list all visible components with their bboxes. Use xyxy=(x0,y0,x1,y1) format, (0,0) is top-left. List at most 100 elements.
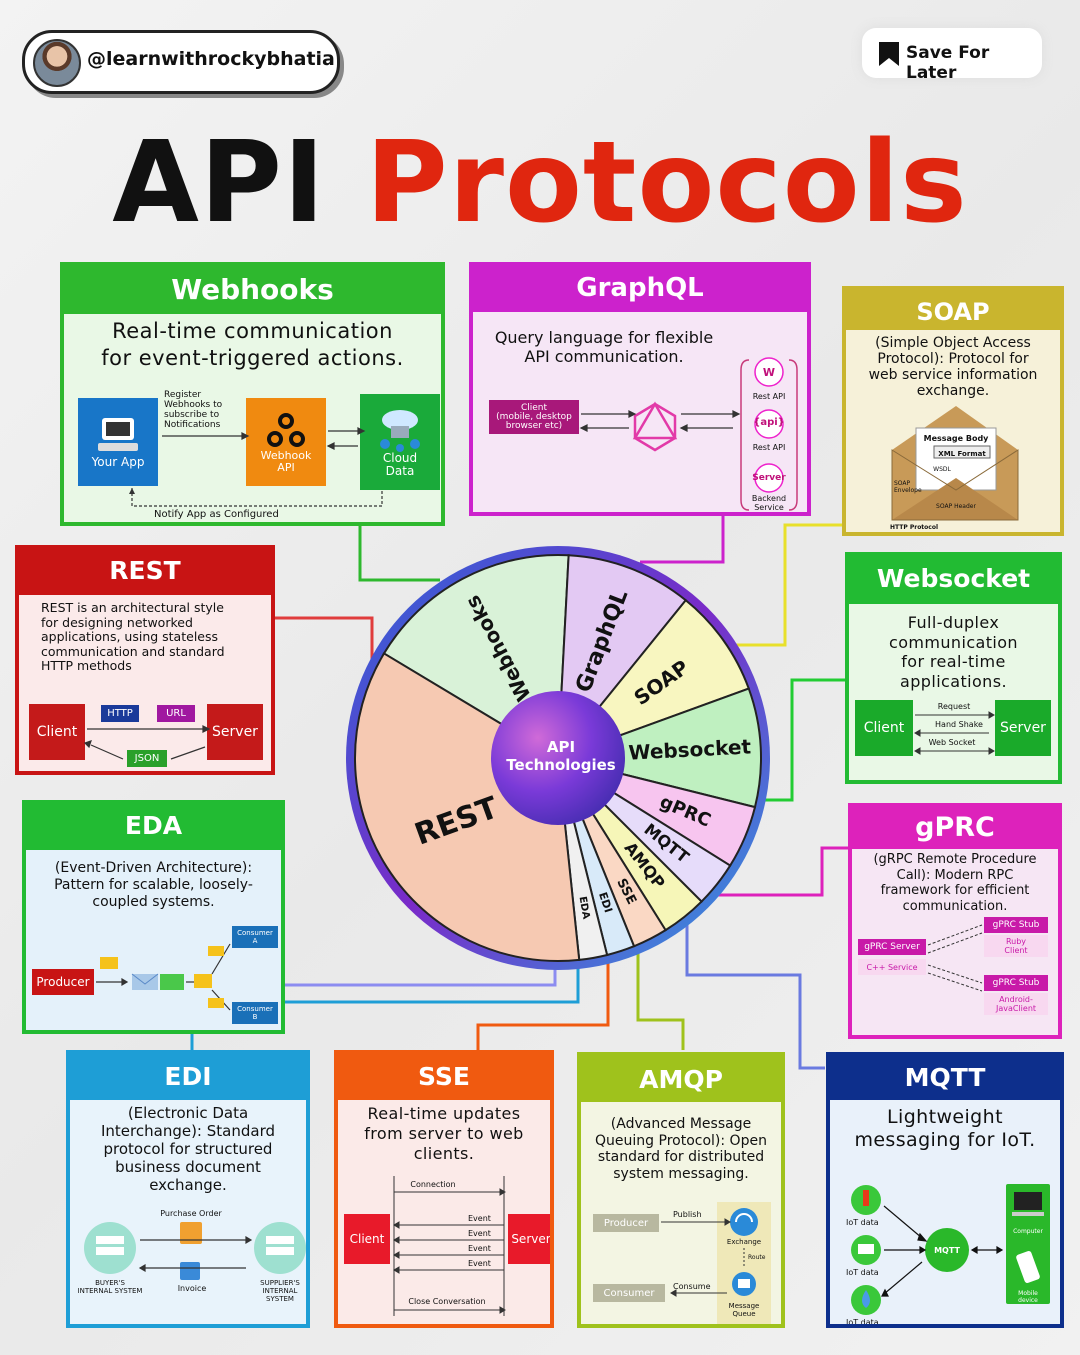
author-handle-badge[interactable]: @learnwithrockybhatia xyxy=(22,30,340,94)
webhook-api-label1: Webhook xyxy=(260,449,312,462)
eda-producer-box: Producer xyxy=(32,969,94,995)
android-line1: Android- xyxy=(999,995,1033,1004)
graphql-title: GraphQL xyxy=(473,266,807,312)
mqtt-broker-icon xyxy=(925,1228,969,1272)
amqp-card: AMQP (Advanced Message Queuing Protocol)… xyxy=(577,1052,785,1328)
websocket-desc-line4: applications. xyxy=(900,671,1007,691)
edi-buyer: BUYER'S INTERNAL SYSTEM xyxy=(70,1279,150,1295)
mq-line1: Message xyxy=(728,1302,760,1310)
sse-event-2: Event xyxy=(468,1229,491,1238)
rest-desc-line5: HTTP methods xyxy=(41,658,132,673)
websocket-desc-line2: communication xyxy=(889,632,1018,652)
sse-sequence xyxy=(393,1176,506,1316)
api-circle xyxy=(754,409,784,439)
rest-http-label: HTTP xyxy=(101,705,139,722)
author-handle: @learnwithrockybhatia xyxy=(87,48,335,70)
soap-envelope-label: SOAP Envelope xyxy=(894,480,922,494)
webhooks-desc-line1: Real-time communication xyxy=(112,319,393,343)
soap-desc-line2: Protocol): Protocol for xyxy=(877,351,1029,367)
webhooks-desc-line2: for event-triggered actions. xyxy=(101,346,404,370)
supplier-line3: SYSTEM xyxy=(266,1295,294,1303)
grpc-desc-line3: framework for efficient xyxy=(880,883,1030,898)
sse-card: SSE Real-time updates from server to web… xyxy=(334,1050,554,1328)
edi-desc-line4: business document xyxy=(115,1158,261,1176)
graphql-rest-api-1: Rest API xyxy=(752,392,786,401)
rest-desc-line3: applications, using stateless xyxy=(41,629,219,644)
wheel-segment-websocket xyxy=(554,687,762,809)
your-app-box: Your App xyxy=(78,398,158,486)
eda-desc-line1: (Event-Driven Architecture): xyxy=(54,860,253,876)
connector-grpc xyxy=(715,846,848,897)
soap-env-line2: Envelope xyxy=(894,487,922,494)
edi-card: EDI (Electronic Data Interchange): Stand… xyxy=(66,1050,310,1328)
your-app-label: Your App xyxy=(91,455,145,469)
connector-websocket xyxy=(745,678,845,802)
mqtt-desc-line2: messaging for IoT. xyxy=(854,1129,1036,1151)
rest-desc-line1: REST is an architectural style xyxy=(41,600,224,615)
mobile-line2: device xyxy=(1018,1297,1038,1304)
soap-message-body: Message Body xyxy=(923,434,989,443)
graphql-server: Server xyxy=(752,473,786,483)
mqtt-broker-label: MQTT xyxy=(934,1246,960,1255)
graphql-rest-api-2: Rest API xyxy=(752,443,786,452)
edi-desc-line2: Interchange): Standard xyxy=(101,1122,275,1140)
soap-card: SOAP (Simple Object Access Protocol): Pr… xyxy=(842,286,1064,536)
rest-server-box: Server xyxy=(207,704,263,760)
edi-desc-line5: exchange. xyxy=(149,1176,227,1194)
websocket-arrows xyxy=(914,711,995,755)
soap-desc-line3: web service information xyxy=(868,367,1038,383)
websocket-title: Websocket xyxy=(849,556,1058,604)
webhooks-title: Webhooks xyxy=(64,266,441,314)
graphql-client-box: Client (mobile, desktop browser etc) xyxy=(489,400,579,434)
amqp-producer-box: Producer xyxy=(593,1214,659,1232)
mobile-icon xyxy=(1016,1251,1040,1283)
soap-env-line1: SOAP xyxy=(894,480,911,487)
wheel-hub-line2: Technologies xyxy=(506,756,615,774)
grpc-desc-line4: communication. xyxy=(902,898,1008,914)
grpc-description: (gRPC Remote Procedure Call): Modern RPC… xyxy=(856,852,1054,914)
soap-title: SOAP xyxy=(846,290,1060,330)
connector-webhooks xyxy=(358,525,440,582)
grpc-cpp-service: C++ Service xyxy=(858,959,926,975)
grpc-stub-1: gPRC Stub xyxy=(984,917,1048,933)
rest-desc-line4: communication and standard xyxy=(41,643,225,659)
amqp-description: (Advanced Message Queuing Protocol): Ope… xyxy=(585,1116,777,1182)
edi-desc-line3: protocol for structured xyxy=(103,1140,273,1158)
sse-desc-line1: Real-time updates xyxy=(367,1104,521,1123)
mqtt-title: MQTT xyxy=(830,1056,1060,1100)
sse-client-box: Client xyxy=(344,1214,390,1264)
grpc-desc-line2: Call): Modern RPC xyxy=(896,867,1014,883)
mq-line2: Queue xyxy=(732,1310,756,1318)
eda-card: EDA (Event-Driven Architecture): Pattern… xyxy=(22,800,285,1034)
rest-json-label: JSON xyxy=(127,750,167,767)
consumer-b-line1: Consumer xyxy=(237,1005,273,1013)
sse-connection: Connection xyxy=(410,1180,456,1189)
notify-text: Notify App as Configured xyxy=(154,509,279,520)
mqtt-iot-data-2: IoT data xyxy=(846,1268,879,1277)
mqtt-desc-line1: Lightweight xyxy=(887,1106,1003,1128)
invoice-icon xyxy=(180,1262,200,1280)
soap-desc-line1: (Simple Object Access xyxy=(875,335,1031,351)
websocket-request: Request xyxy=(937,702,971,711)
sse-title: SSE xyxy=(338,1054,550,1100)
eda-consumer-b-box: Consumer B xyxy=(232,1002,278,1024)
register-text: Register Webhooks to subscribe to Notifi… xyxy=(164,390,222,430)
grpc-desc-line1: (gRPC Remote Procedure xyxy=(873,852,1037,867)
supplier-line2: INTERNAL xyxy=(262,1287,298,1295)
websocket-web-socket: Web Socket xyxy=(928,738,976,747)
graphql-client-line1: Client xyxy=(520,402,548,413)
webhook-icon xyxy=(267,413,305,447)
connector-amqp xyxy=(636,935,685,1050)
mqtt-card: MQTT Lightweight messaging for IoT. I xyxy=(826,1052,1064,1328)
purchase-order-icon xyxy=(180,1222,202,1244)
mqtt-diagram xyxy=(851,1184,1050,1315)
graphql-description: Query language for flexible API communic… xyxy=(481,328,727,366)
edi-diagram xyxy=(84,1222,306,1280)
sse-event-1: Event xyxy=(468,1214,491,1223)
edi-title: EDI xyxy=(70,1054,306,1100)
save-for-later-button[interactable]: Save For Later xyxy=(862,28,1042,83)
graphql-card: GraphQL Query language for flexible API … xyxy=(469,262,811,516)
mqtt-computer-label: Computer xyxy=(1013,1228,1043,1235)
